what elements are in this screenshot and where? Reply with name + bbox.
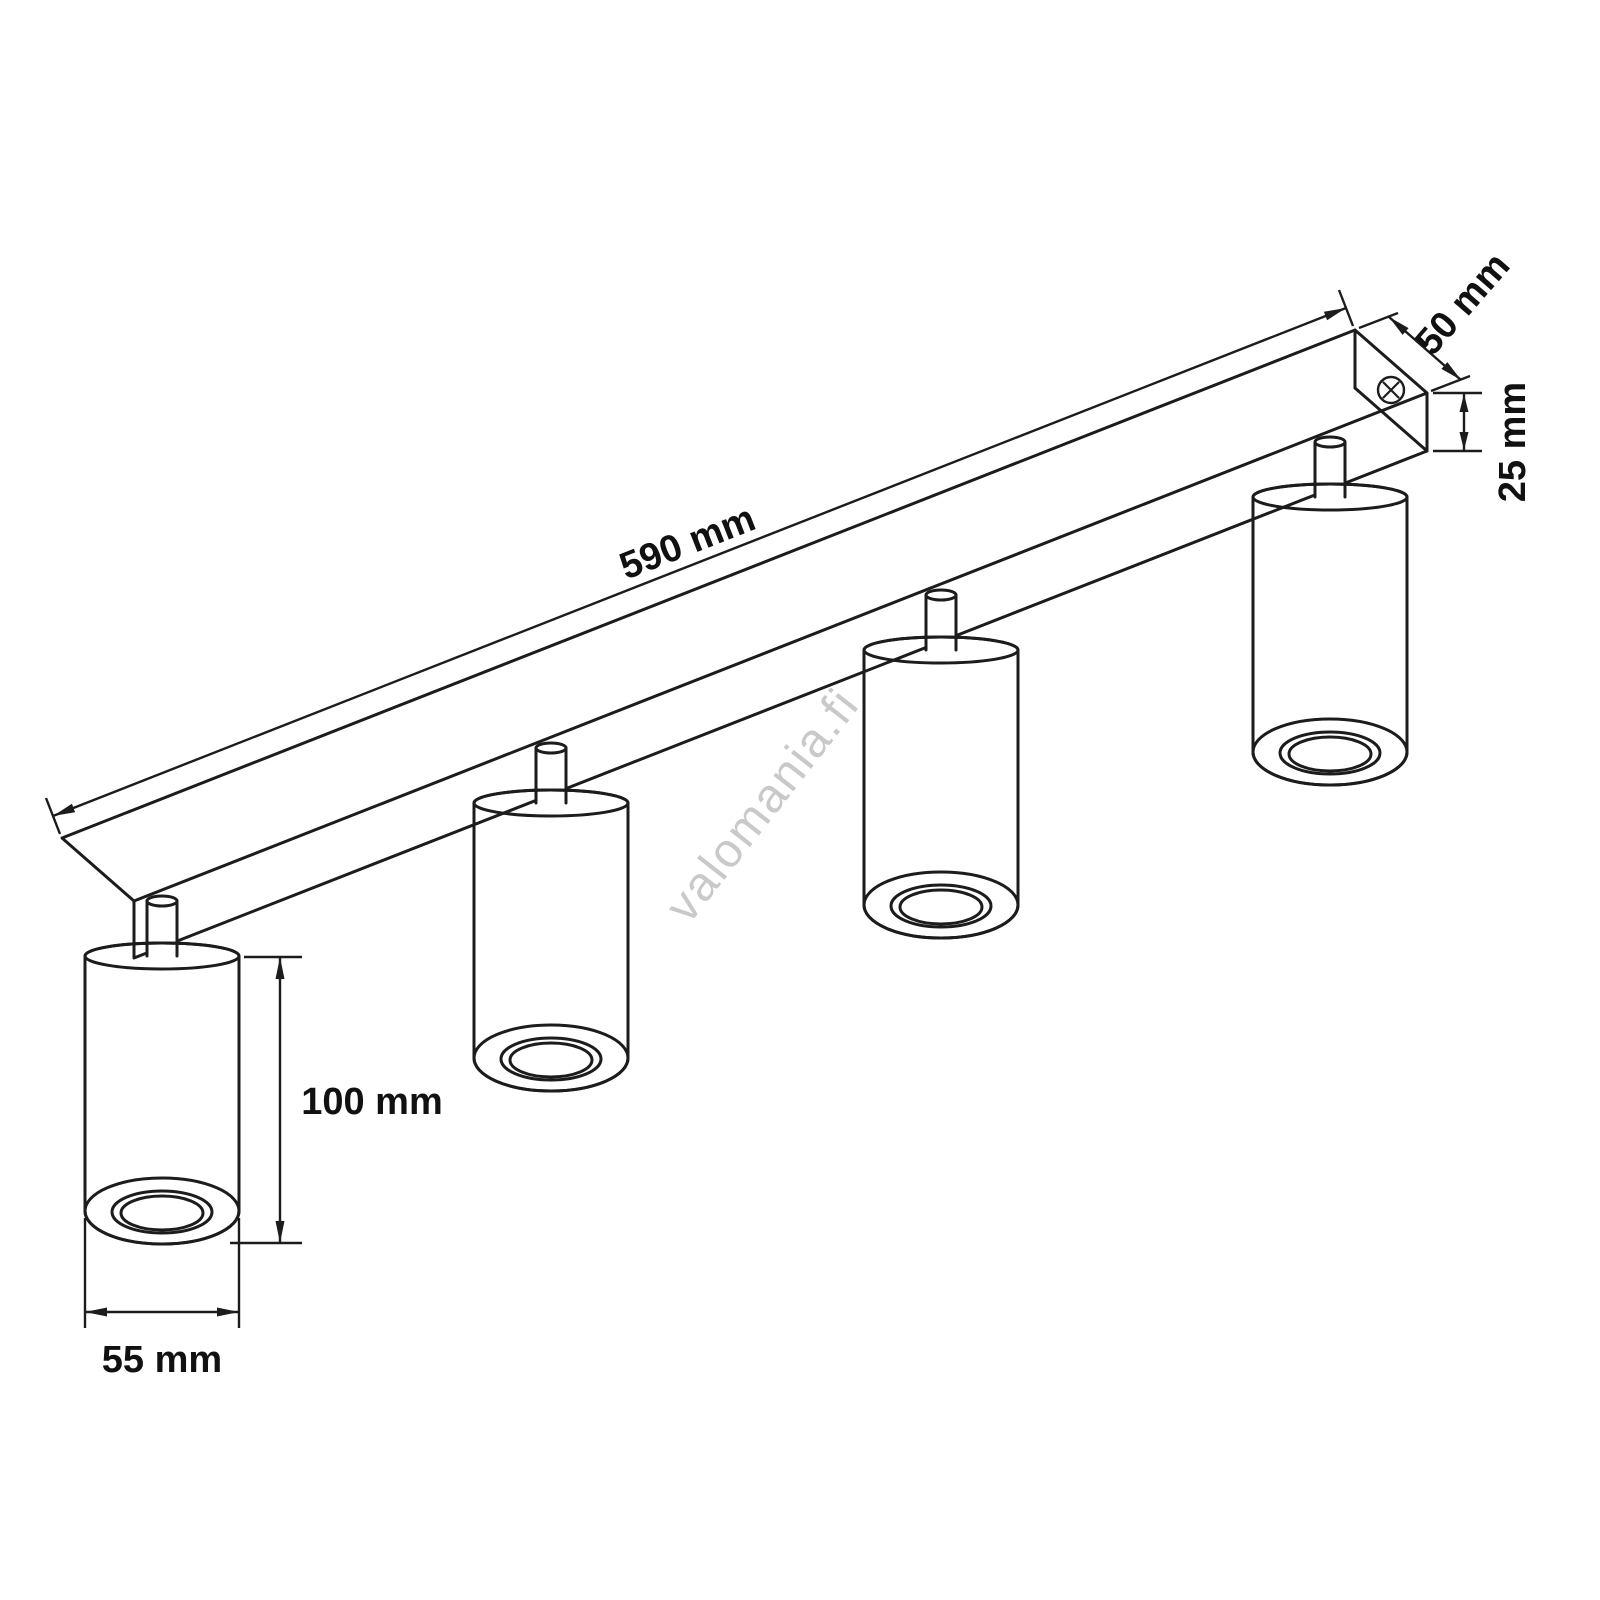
arrowhead-icon bbox=[1459, 432, 1469, 450]
rail-end-bottom-edge bbox=[1353, 386, 1429, 453]
spotlight-bezel bbox=[110, 1189, 214, 1235]
screw-icon bbox=[1376, 375, 1406, 405]
arrowhead-icon bbox=[1323, 308, 1346, 321]
ext-line bbox=[1430, 374, 1471, 393]
spotlight-stem bbox=[1315, 442, 1345, 503]
spotlight-body bbox=[1251, 482, 1409, 787]
spotlight-bottom-rim bbox=[862, 870, 1020, 940]
ext-line bbox=[1358, 311, 1399, 330]
spotlight-top-rim bbox=[472, 788, 630, 818]
spotlight-stem bbox=[536, 748, 566, 809]
dimension-label-rail-length: 590 mm bbox=[614, 497, 761, 588]
dim-line bbox=[52, 306, 1347, 818]
spotlight-body bbox=[472, 788, 630, 1093]
dimension-label-spot-height: 100 mm bbox=[301, 1081, 443, 1123]
spotlight-bezel bbox=[1278, 730, 1382, 776]
arrowhead-icon bbox=[1389, 317, 1409, 335]
spotlight-top-rim bbox=[83, 941, 241, 971]
arrowhead-icon bbox=[53, 803, 76, 816]
dimension-spot-diameter: 55 mm bbox=[83, 1218, 241, 1381]
arrowhead-icon bbox=[1459, 394, 1469, 412]
spotlight-1 bbox=[83, 894, 241, 1246]
rail-front-top-edge bbox=[132, 391, 1429, 903]
spotlight-4 bbox=[1251, 435, 1409, 787]
dimension-label-rail-height: 25 mm bbox=[1492, 382, 1534, 502]
spotlight-top-rim bbox=[1251, 482, 1409, 512]
dimension-rail-width: 50 mm bbox=[1358, 245, 1519, 393]
spotlight-bottom-rim bbox=[83, 1176, 241, 1246]
arrowhead-icon bbox=[275, 957, 285, 979]
arrowhead-icon bbox=[275, 1221, 285, 1243]
spotlight-bottom-rim bbox=[472, 1023, 630, 1093]
dimension-label-spot-diameter: 55 mm bbox=[102, 1339, 222, 1381]
spotlight-stem bbox=[926, 595, 956, 656]
spotlight-lens bbox=[119, 1194, 205, 1232]
spotlight-body bbox=[862, 635, 1020, 940]
spotlight-top-rim bbox=[862, 635, 1020, 665]
spotlight-lens bbox=[898, 888, 984, 926]
spotlight-bottom-rim bbox=[1251, 717, 1409, 787]
stem-top bbox=[534, 741, 568, 755]
spotlight-bezel bbox=[889, 883, 993, 929]
spotlight-stem bbox=[147, 901, 177, 962]
arrowhead-icon bbox=[1441, 362, 1461, 380]
dimension-rail-length: 590 mm bbox=[44, 289, 1355, 835]
mounting-rail bbox=[60, 328, 1429, 960]
stem-top bbox=[145, 894, 179, 908]
spotlight-2 bbox=[472, 741, 630, 1093]
dimension-rail-height: 25 mm bbox=[1433, 382, 1534, 502]
stem-top bbox=[1313, 435, 1347, 449]
spotlight-3 bbox=[862, 588, 1020, 940]
spotlight-lens bbox=[1287, 735, 1373, 773]
spotlight-bezel bbox=[499, 1036, 603, 1082]
dimension-spot-height: 100 mm bbox=[230, 955, 443, 1245]
arrowhead-icon bbox=[217, 1307, 239, 1317]
stem-top bbox=[924, 588, 958, 602]
spotlight-lens bbox=[508, 1041, 594, 1079]
arrowhead-icon bbox=[85, 1307, 107, 1317]
spotlight-body bbox=[83, 941, 241, 1246]
watermark: valomania.fi bbox=[656, 679, 870, 932]
dimension-label-rail-width: 50 mm bbox=[1408, 245, 1519, 363]
